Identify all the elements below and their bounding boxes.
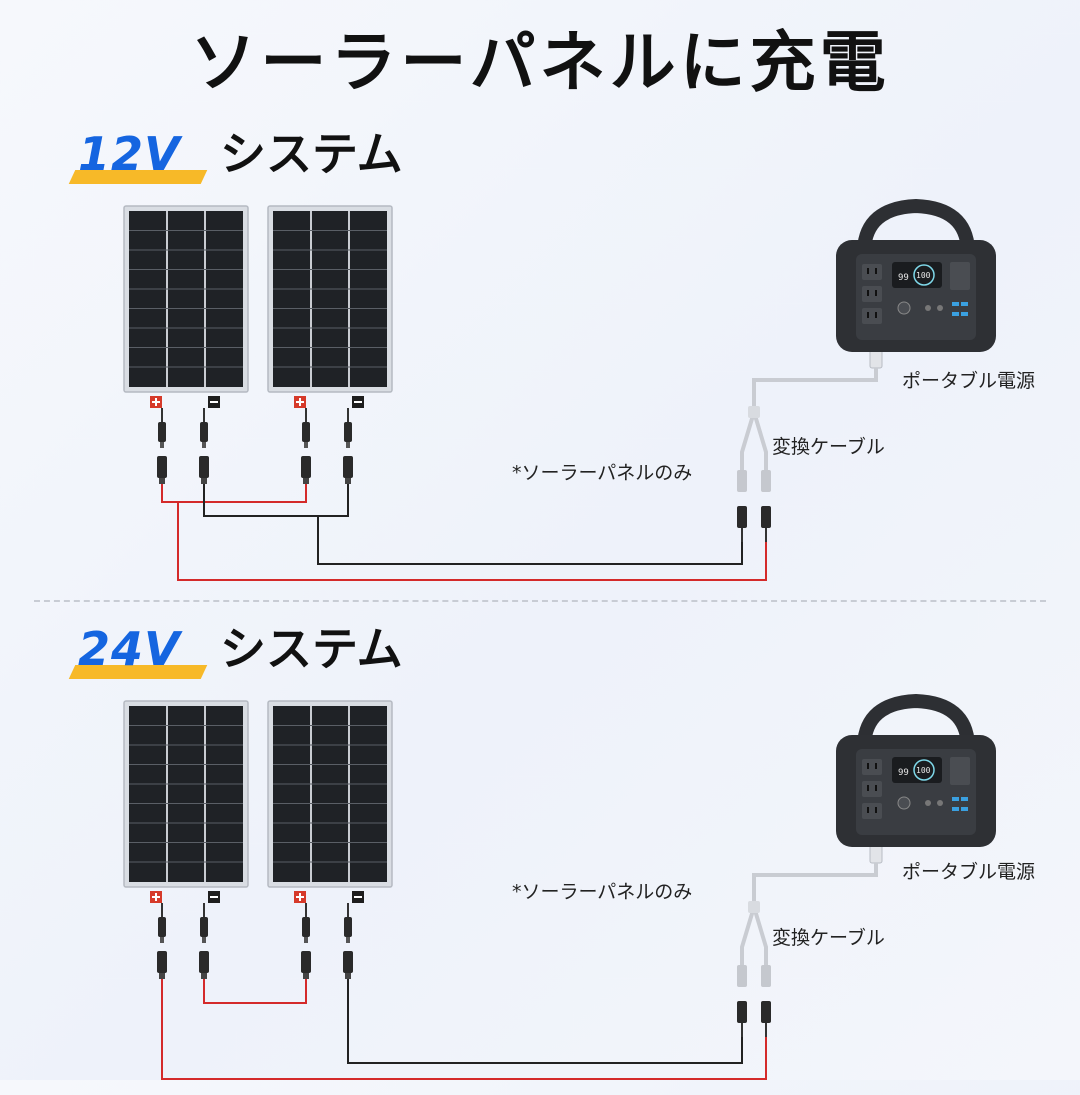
- plus-terminal-icon: [294, 396, 306, 408]
- mc4-connector-icon: [157, 408, 167, 484]
- display-left: 99: [898, 768, 909, 778]
- power-station-icon: 99 100: [836, 198, 996, 352]
- red-wire: [177, 502, 767, 581]
- power-station-icon: 99 100: [836, 693, 996, 847]
- wiring-diagram: 99 100: [123, 693, 996, 1080]
- wiring: [161, 484, 767, 581]
- mc4-connector-icon: [301, 903, 311, 979]
- conversion-cable: [737, 840, 883, 1037]
- black-wire: [347, 979, 743, 1064]
- mc4-connector-icon: [199, 408, 209, 484]
- wiring-diagram: 99 100: [123, 198, 996, 581]
- cable-label: 変換ケーブル: [772, 927, 885, 949]
- voltage-label: 12V: [78, 127, 181, 181]
- plus-terminal-icon: [150, 891, 162, 903]
- panel-only-note: *ソーラーパネルのみ: [512, 881, 693, 903]
- solar-panel-icon: [267, 205, 393, 393]
- display-right: 100: [916, 766, 931, 775]
- wiring: [161, 979, 767, 1080]
- red-wire: [161, 979, 767, 1080]
- black-wire: [203, 484, 349, 517]
- solar-panel-icon: [123, 205, 249, 393]
- system-label: システム: [220, 127, 403, 181]
- system-label: システム: [220, 622, 403, 676]
- voltage-label: 24V: [78, 622, 181, 676]
- minus-terminal-icon: [352, 891, 364, 903]
- station-label: ポータブル電源: [902, 370, 1036, 392]
- mc4-connector-icon: [157, 903, 167, 979]
- solar-panel-icon: [267, 700, 393, 888]
- plus-terminal-icon: [150, 396, 162, 408]
- display-left: 99: [898, 273, 909, 283]
- minus-terminal-icon: [208, 891, 220, 903]
- conversion-cable: [737, 345, 883, 542]
- mc4-connector-icon: [343, 408, 353, 484]
- mc4-connector-icon: [199, 903, 209, 979]
- cable-label: 変換ケーブル: [772, 436, 885, 458]
- solar-panel-icon: [123, 700, 249, 888]
- station-label: ポータブル電源: [902, 861, 1036, 883]
- section-divider: [34, 600, 1046, 602]
- mc4-connector-icon: [343, 903, 353, 979]
- minus-terminal-icon: [208, 396, 220, 408]
- system-section-12v: 12V システム 99 100 *ソーラーパネルのみ 変換ケーブル ポータブル電源: [0, 120, 1080, 600]
- panel-only-note: *ソーラーパネルのみ: [512, 462, 693, 484]
- red-wire: [203, 979, 307, 1004]
- plus-terminal-icon: [294, 891, 306, 903]
- mc4-connector-icon: [301, 408, 311, 484]
- system-section-24v: 24V システム 99 100 *ソーラーパネルのみ 変換ケーブル ポータブル電源: [0, 615, 1080, 1095]
- page-title: ソーラーパネルに充電: [190, 24, 890, 101]
- minus-terminal-icon: [352, 396, 364, 408]
- display-right: 100: [916, 271, 931, 280]
- red-wire: [161, 484, 307, 503]
- black-wire: [317, 516, 743, 565]
